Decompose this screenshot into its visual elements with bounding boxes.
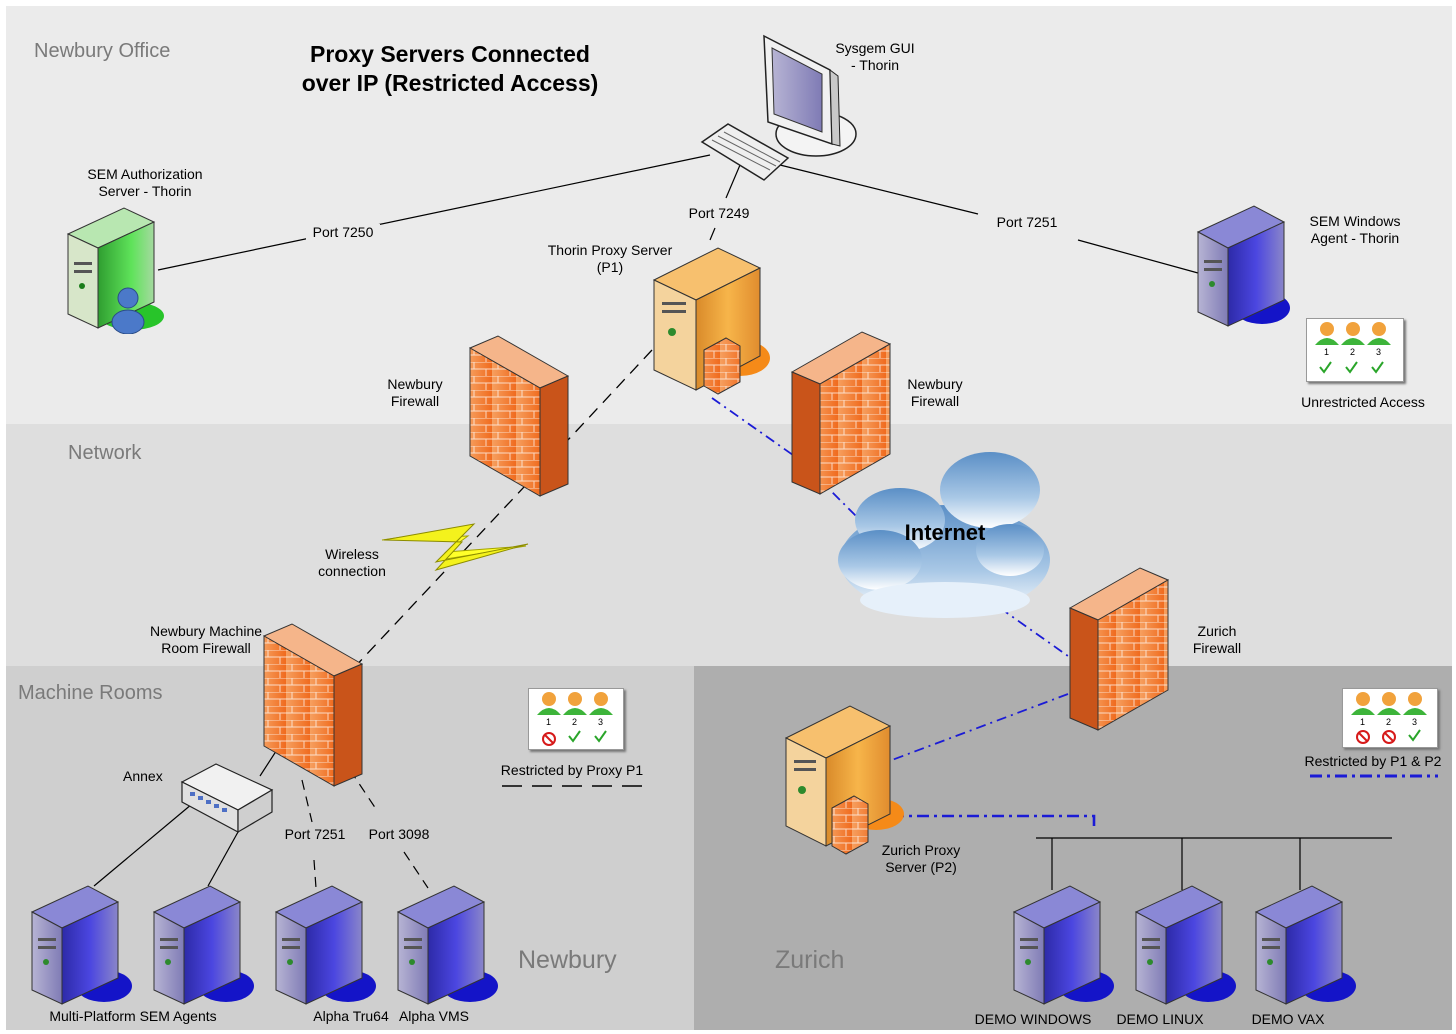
deny-icon — [542, 732, 556, 746]
cloud-icon — [838, 452, 1050, 618]
svg-text:3: 3 — [598, 717, 603, 727]
zone-label-office: Newbury Office — [34, 40, 171, 62]
alpha-tru64-server-icon — [274, 885, 376, 1005]
label-alpha-tru64: Alpha Tru64 — [313, 1008, 389, 1024]
svg-text:1: 1 — [546, 717, 551, 727]
label-internet: Internet — [904, 520, 986, 545]
label-demo-linux: DEMO LINUX — [1116, 1011, 1204, 1027]
link-gui-proxy-top — [725, 164, 741, 199]
machine-room-firewall-icon — [262, 623, 364, 787]
demo-vax-server-icon — [1254, 885, 1356, 1005]
link-wireless-dashed — [349, 469, 541, 673]
thorin-proxy-server-icon — [652, 247, 770, 395]
link-auth-port7250-left — [157, 237, 311, 271]
link-proxy-firewall-dashed — [539, 349, 653, 471]
newbury-firewall-right-icon — [790, 331, 892, 495]
auth-server-icon — [66, 207, 164, 334]
demo-windows-server-icon — [1012, 885, 1114, 1005]
zurich-firewall-icon — [1068, 567, 1170, 731]
label-thorin-proxy: Thorin Proxy Server(P1) — [547, 242, 673, 275]
link-gui-agent-top — [779, 164, 979, 215]
label-annex: Annex — [123, 768, 163, 784]
legend-restricted-p1-panel: 1 2 3 — [528, 688, 624, 750]
label-unrestricted-access: Unrestricted Access — [1301, 394, 1425, 410]
multi-platform-agent-2-icon — [152, 885, 254, 1005]
link-zurich-fw-proxy — [891, 693, 1069, 761]
zone-label-zurich: Zurich — [775, 946, 845, 974]
label-restricted-p1p2: Restricted by P1 & P2 — [1304, 753, 1442, 769]
diagram-title: Proxy Servers Connected over IP (Restric… — [301, 41, 599, 96]
annex-device-icon — [180, 763, 274, 834]
demo-linux-server-icon — [1134, 885, 1236, 1005]
users-icon: 1 2 3 — [1315, 322, 1391, 374]
users-icon: 1 2 3 — [1351, 692, 1427, 744]
zurich-proxy-server-icon — [784, 705, 904, 855]
legend-restricted-p1p2-panel: 1 2 3 — [1342, 688, 1438, 748]
legend-unrestricted-panel: 1 2 3 — [1306, 318, 1404, 382]
zone-label-machine-rooms: Machine Rooms — [18, 682, 163, 704]
label-demo-windows: DEMO WINDOWS — [974, 1011, 1092, 1027]
label-alpha-vms: Alpha VMS — [398, 1008, 470, 1024]
computer-icon — [700, 34, 857, 181]
multi-platform-agent-1-icon — [30, 885, 132, 1005]
svg-text:2: 2 — [1350, 347, 1355, 357]
newbury-firewall-left-icon — [468, 335, 570, 497]
label-sysgem-gui: Sysgem GUI- Thorin — [835, 40, 915, 73]
link-zurich-proxy-bus — [892, 814, 1096, 830]
zone-network — [6, 424, 1452, 666]
label-restricted-p1: Restricted by Proxy P1 — [500, 762, 644, 778]
svg-text:2: 2 — [572, 717, 577, 727]
label-port-7250: Port 7250 — [306, 224, 380, 241]
link-auth-port7250-right — [371, 154, 711, 227]
label-multi-platform: Multi-Platform SEM Agents — [49, 1008, 217, 1024]
link-proxy-internet — [711, 397, 881, 541]
link-gui-proxy-bottom — [709, 227, 716, 241]
users-icon: 1 2 3 — [537, 692, 613, 746]
svg-text:1: 1 — [1360, 717, 1365, 727]
label-port-3098: Port 3098 — [368, 826, 430, 842]
link-gui-agent-bottom — [1077, 239, 1199, 274]
label-port-7249: Port 7249 — [688, 205, 750, 221]
user-number: 1 — [1324, 347, 1329, 357]
label-demo-vax: DEMO VAX — [1251, 1011, 1325, 1027]
svg-text:2: 2 — [1386, 717, 1391, 727]
link-internet-zurich-fw — [999, 607, 1069, 657]
svg-text:3: 3 — [1376, 347, 1381, 357]
label-port-7251-bottom: Port 7251 — [284, 826, 346, 842]
label-port-7251-top: Port 7251 — [996, 214, 1058, 230]
zone-label-newbury: Newbury — [518, 946, 617, 974]
alpha-vms-server-icon — [396, 885, 498, 1005]
svg-text:3: 3 — [1412, 717, 1417, 727]
zone-label-network: Network — [68, 442, 142, 464]
windows-agent-server-icon — [1196, 205, 1290, 327]
